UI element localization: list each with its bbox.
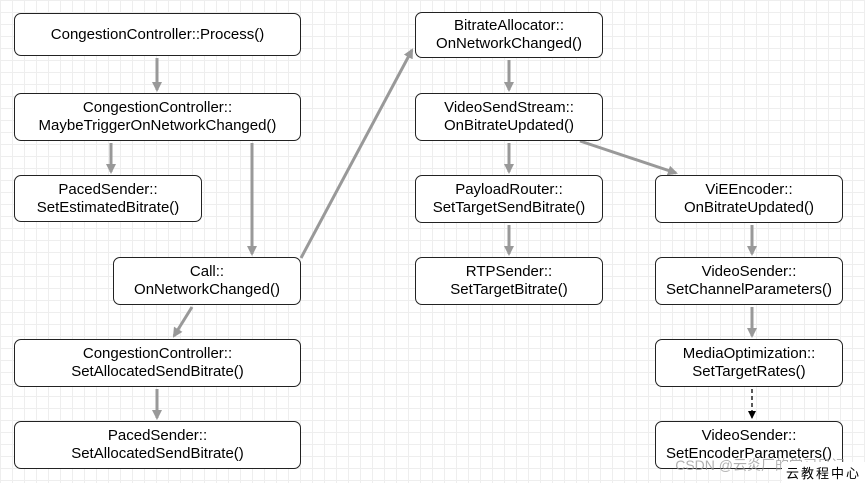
node-label-line: PayloadRouter:: bbox=[455, 181, 563, 198]
node-label-line: OnBitrateUpdated() bbox=[443, 117, 575, 134]
node-congestion-controller-process: CongestionController::Process() bbox=[14, 13, 301, 56]
node-label-line: MaybeTriggerOnNetworkChanged() bbox=[38, 117, 277, 134]
edge-video_send_stream-to-vie_encoder bbox=[579, 139, 678, 176]
node-label-line: VideoSendStream:: bbox=[444, 99, 574, 116]
node-paced-sender-set-allocated-send-bitrate: PacedSender::SetAllocatedSendBitrate() bbox=[14, 421, 301, 469]
node-label-line: SetAllocatedSendBitrate() bbox=[71, 363, 244, 380]
node-label-line: BitrateAllocator:: bbox=[453, 17, 565, 34]
node-congestion-controller-maybe-trigger: CongestionController::MaybeTriggerOnNetw… bbox=[14, 93, 301, 141]
node-label-line: OnNetworkChanged() bbox=[134, 281, 280, 298]
node-video-send-stream-on-bitrate-updated: VideoSendStream::OnBitrateUpdated() bbox=[415, 93, 603, 141]
node-paced-sender-set-estimated-bitrate: PacedSender::SetEstimatedBitrate() bbox=[14, 175, 202, 222]
node-label-line: PacedSender:: bbox=[107, 427, 208, 444]
node-label-line: SetEstimatedBitrate() bbox=[36, 198, 180, 216]
node-label-line: OnNetworkChanged() bbox=[436, 35, 582, 52]
corner-label: 云教程中心 bbox=[781, 462, 865, 483]
node-media-optimization-set-target-rates: MediaOptimization::SetTargetRates() bbox=[655, 339, 843, 387]
node-label-line: OnBitrateUpdated() bbox=[683, 199, 815, 216]
node-video-sender-set-encoder-parameters: VideoSender::SetEncoderParameters() bbox=[655, 421, 843, 469]
node-payload-router-set-target-send-bitrate: PayloadRouter::SetTargetSendBitrate() bbox=[415, 175, 603, 223]
node-label-line: SetTargetBitrate() bbox=[450, 281, 568, 298]
node-label-line: CongestionController:: bbox=[82, 345, 233, 362]
node-label-line: Call:: bbox=[189, 263, 225, 280]
node-label-line: PacedSender:: bbox=[58, 180, 158, 198]
edge-call_onnet-to-cc_setalloc bbox=[172, 306, 194, 338]
node-label-line: SetAllocatedSendBitrate() bbox=[71, 445, 244, 462]
node-rtp-sender-set-target-bitrate: RTPSender::SetTargetBitrate() bbox=[415, 257, 603, 305]
node-label-line: VideoSender:: bbox=[701, 263, 797, 280]
node-label-line: SetChannelParameters() bbox=[666, 281, 832, 298]
node-label-line: CongestionController:: bbox=[82, 99, 233, 116]
node-label-line: ViEEncoder:: bbox=[705, 181, 793, 198]
node-vie-encoder-on-bitrate-updated: ViEEncoder::OnBitrateUpdated() bbox=[655, 175, 843, 223]
node-label-line: SetTargetRates() bbox=[692, 363, 806, 380]
node-label-line: SetEncoderParameters() bbox=[666, 445, 832, 462]
node-label-line: CongestionController::Process() bbox=[50, 25, 265, 43]
node-label-line: RTPSender:: bbox=[465, 263, 553, 280]
edge-call_onnet-to-bitrate_alloc bbox=[299, 48, 414, 259]
node-bitrate-allocator-on-network-changed: BitrateAllocator::OnNetworkChanged() bbox=[415, 12, 603, 58]
node-video-sender-set-channel-parameters: VideoSender::SetChannelParameters() bbox=[655, 257, 843, 305]
node-call-on-network-changed: Call::OnNetworkChanged() bbox=[113, 257, 301, 305]
node-label-line: SetTargetSendBitrate() bbox=[432, 199, 586, 216]
node-label-line: MediaOptimization:: bbox=[682, 345, 816, 362]
node-congestion-controller-set-allocated-send-bitrate: CongestionController::SetAllocatedSendBi… bbox=[14, 339, 301, 387]
node-label-line: VideoSender:: bbox=[701, 427, 797, 444]
